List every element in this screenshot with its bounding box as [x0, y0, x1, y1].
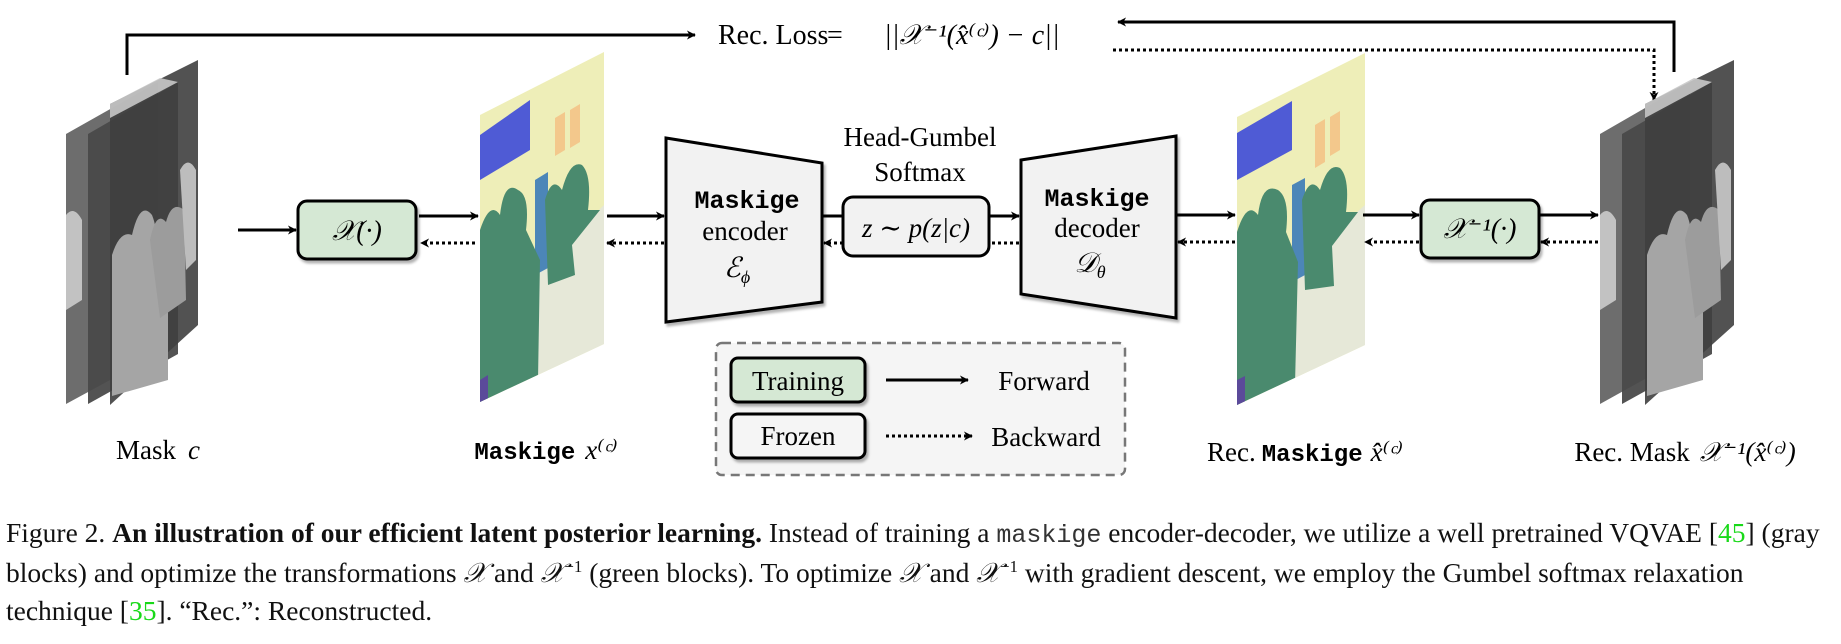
caption-math: 𝒳 — [976, 557, 1000, 589]
loss-formula: ||𝒳⁻¹(x̂⁽ᶜ⁾) − c|| — [884, 20, 1060, 51]
sampler-title-line2: Softmax — [874, 157, 966, 187]
loss-forward-line — [125, 30, 696, 75]
caption-text: encoder-decoder, we utilize a well pretr… — [1101, 517, 1719, 548]
sampler-title-line1: Head-Gumbel — [844, 122, 997, 152]
inverse-transform-box[interactable]: 𝒳⁻¹(·) — [1419, 198, 1541, 260]
encoder-subtitle: encoder — [702, 216, 787, 246]
maskige-image — [480, 52, 604, 402]
caption-text: and — [922, 557, 977, 588]
legend-backward-label: Backward — [991, 422, 1101, 452]
rec-mask-image-stack — [1600, 60, 1734, 405]
figure-caption: Figure 2. An illustration of our efficie… — [6, 514, 1836, 629]
caption-mono-term: maskige — [996, 521, 1102, 550]
sampler-box[interactable]: z ∼ p(z|c) — [841, 195, 991, 258]
maskige-encoder-block[interactable]: Maskige encoder ℰϕ — [664, 136, 824, 324]
caption-math: 𝒳 — [540, 557, 565, 589]
legend-training-label: Training — [752, 366, 844, 396]
decoder-subtitle: decoder — [1054, 213, 1139, 243]
caption-title: An illustration of our efficient latent … — [112, 517, 762, 548]
loss-equals: = — [827, 20, 843, 51]
sampler-label: z ∼ p(z|c) — [861, 213, 970, 243]
caption-math-sup: −1 — [999, 556, 1019, 576]
caption-text: ]. “Rec.”: Reconstructed. — [156, 595, 433, 626]
decoder-title: Maskige — [1044, 185, 1149, 214]
legend-frozen-label: Frozen — [761, 421, 836, 451]
caption-text: ] (gray blocks) and optimize the transfo… — [6, 517, 1820, 588]
figure-diagram: Rec. Loss = ||𝒳⁻¹(x̂⁽ᶜ⁾) − c|| 𝒳(·) Mask… — [66, 17, 1796, 477]
inverse-transform-label: 𝒳⁻¹(·) — [1444, 214, 1517, 245]
encoder-symbol: ℰϕ — [724, 253, 750, 287]
caption-text: and — [487, 557, 541, 588]
caption-math: 𝒳 — [463, 557, 488, 589]
legend-frozen-swatch — [729, 412, 867, 460]
transform-label: 𝒳(·) — [332, 216, 382, 247]
rec-maskige-image — [1237, 53, 1365, 405]
forward-arrows — [238, 210, 1599, 235]
caption-text: (green blocks). To optimize — [582, 557, 900, 588]
caption-text: Instead of training a — [761, 517, 997, 548]
citation-link[interactable]: 45 — [1718, 517, 1746, 548]
citation-link[interactable]: 35 — [128, 595, 157, 626]
loss-backward-line — [1113, 48, 1659, 101]
legend: Training Frozen Forward Backward — [714, 341, 1127, 477]
caption-text: with gradient descent, we employ the Gum… — [6, 557, 1744, 626]
backward-arrows — [420, 237, 1598, 248]
mask-image-stack — [66, 60, 198, 405]
caption-prefix: Figure 2. — [6, 517, 106, 548]
legend-training-swatch — [729, 356, 867, 404]
loss-return-line — [1117, 17, 1676, 72]
caption-math-sup: −1 — [564, 556, 583, 576]
maskige-decoder-block[interactable]: Maskige decoder 𝒟θ — [1019, 134, 1178, 320]
caption-math: 𝒳 — [899, 557, 923, 589]
encoder-title: Maskige — [694, 187, 799, 216]
transform-box[interactable]: 𝒳(·) — [296, 199, 418, 261]
legend-forward-label: Forward — [998, 366, 1090, 396]
loss-label: Rec. Loss — [718, 20, 828, 51]
